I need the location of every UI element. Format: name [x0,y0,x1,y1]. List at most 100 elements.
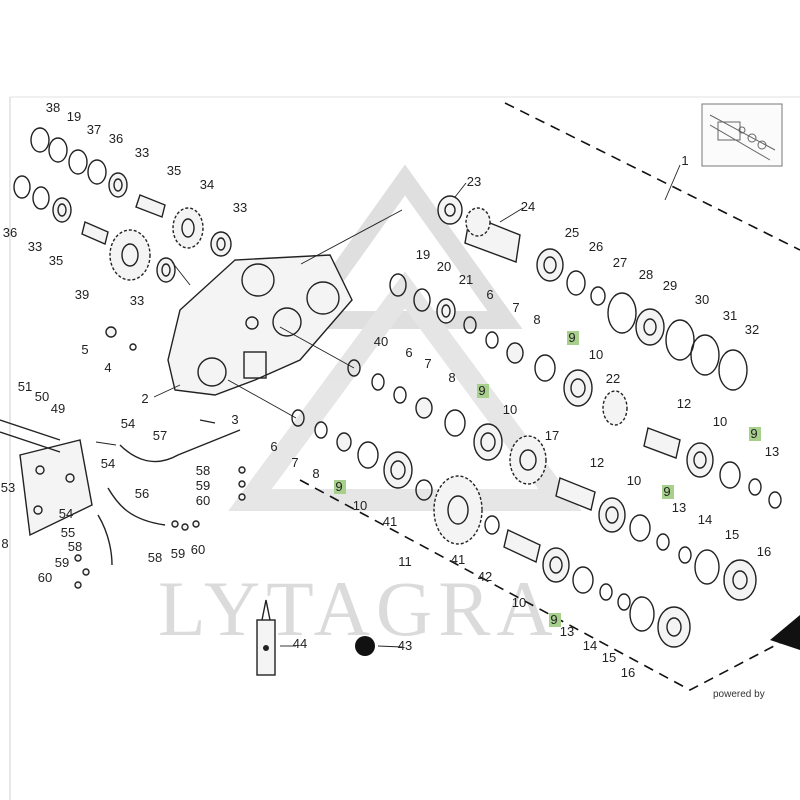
part-callout[interactable]: 8 [533,312,540,327]
part-callout[interactable]: 27 [613,255,627,270]
part-callout[interactable]: 11 [398,554,412,569]
part-callout[interactable]: 6 [270,439,277,454]
callout-number: 36 [109,131,123,146]
highlighted-part-callout[interactable]: 9 [567,330,579,345]
part-callout[interactable]: 10 [512,595,526,610]
part-callout[interactable]: 7 [512,300,519,315]
part-callout[interactable]: 12 [590,455,604,470]
part-callout[interactable]: 33 [135,145,149,160]
part-callout[interactable]: 15 [602,650,616,665]
callout-highlight-box [567,331,579,345]
part-callout[interactable]: 2 [141,391,148,406]
part-callout[interactable]: 10 [627,473,641,488]
part-callout[interactable]: 16 [621,665,635,680]
callout-number: 22 [606,371,620,386]
part-callout[interactable]: 10 [353,498,367,513]
part-callout[interactable]: 19 [416,247,430,262]
part-callout[interactable]: 50 [35,389,49,404]
part-callout[interactable]: 51 [18,379,32,394]
part-callout[interactable]: 60 [38,570,52,585]
part-callout[interactable]: 36 [3,225,17,240]
part-callout[interactable]: 35 [167,163,181,178]
part-callout[interactable]: 58 [68,539,82,554]
part-callout[interactable]: 31 [723,308,737,323]
part-callout[interactable]: 34 [200,177,214,192]
highlighted-part-callout[interactable]: 9 [334,479,346,494]
part-callout[interactable]: 28 [639,267,653,282]
part-callout[interactable]: 23 [467,174,481,189]
part-callout[interactable]: 24 [521,199,535,214]
part-callout[interactable]: 7 [424,356,431,371]
part-callout[interactable]: 54 [101,456,115,471]
highlighted-part-callout[interactable]: 9 [549,612,561,627]
part-callout[interactable]: 5 [81,342,88,357]
part-callout[interactable]: 55 [61,525,75,540]
part-callout[interactable]: 38 [46,100,60,115]
part-callout[interactable]: 58 [148,550,162,565]
part-callout[interactable]: 33 [28,239,42,254]
part-callout[interactable]: 14 [698,512,712,527]
part-callout[interactable]: 10 [503,402,517,417]
part-callout[interactable]: 60 [191,542,205,557]
part-callout[interactable]: 59 [55,555,69,570]
part-callout[interactable]: 17 [545,428,559,443]
part-callout[interactable]: 16 [757,544,771,559]
part-callout[interactable]: 37 [87,122,101,137]
part-callout[interactable]: 12 [677,396,691,411]
callout-number: 9 [550,612,557,627]
part-callout[interactable]: 33 [130,293,144,308]
part-callout[interactable]: 36 [109,131,123,146]
part-callout[interactable]: 59 [171,546,185,561]
highlighted-part-callout[interactable]: 9 [477,383,489,398]
part-callout[interactable]: 25 [565,225,579,240]
part-callout[interactable]: 30 [695,292,709,307]
callout-number: 9 [568,330,575,345]
part-callout[interactable]: 56 [135,486,149,501]
callout-number: 17 [545,428,559,443]
part-callout[interactable]: 49 [51,401,65,416]
part-callout[interactable]: 3 [231,412,238,427]
part-callout[interactable]: 10 [589,347,603,362]
part-callout[interactable]: 22 [606,371,620,386]
part-callout[interactable]: 14 [583,638,597,653]
part-callout[interactable]: 44 [293,636,307,651]
part-callout[interactable]: 41 [383,514,397,529]
part-callout[interactable]: 54 [59,506,73,521]
gear-39 [109,229,151,281]
part-callout[interactable]: 42 [478,569,492,584]
part-callout[interactable]: 40 [374,334,388,349]
part-callout[interactable]: 13 [765,444,779,459]
part-callout[interactable]: 8 [448,370,455,385]
part-callout[interactable]: 10 [713,414,727,429]
highlighted-part-callout[interactable]: 9 [662,484,674,499]
part-callout[interactable]: 41 [451,552,465,567]
overview-thumbnail[interactable] [701,103,783,167]
part-callout[interactable]: 15 [725,527,739,542]
part-callout[interactable]: 35 [49,253,63,268]
part-callout[interactable]: 8 [312,466,319,481]
part-callout[interactable]: 54 [121,416,135,431]
part-callout[interactable]: 59 [196,478,210,493]
part-callout[interactable]: 26 [589,239,603,254]
part-callout[interactable]: 13 [672,500,686,515]
part-callout[interactable]: 32 [745,322,759,337]
part-callout[interactable]: 21 [459,272,473,287]
part-callout[interactable]: 6 [486,287,493,302]
part-callout[interactable]: 60 [196,493,210,508]
part-callout[interactable]: 43 [398,638,412,653]
part-callout[interactable]: 58 [196,463,210,478]
part-callout[interactable]: 1 [681,153,688,168]
part-callout[interactable]: 8 [1,536,8,551]
part-callout[interactable]: 20 [437,259,451,274]
part-callout[interactable]: 7 [291,455,298,470]
part-callout[interactable]: 13 [560,624,574,639]
part-callout[interactable]: 19 [67,109,81,124]
part-callout[interactable]: 29 [663,278,677,293]
part-callout[interactable]: 4 [104,360,111,375]
part-callout[interactable]: 57 [153,428,167,443]
part-callout[interactable]: 6 [405,345,412,360]
part-callout[interactable]: 39 [75,287,89,302]
part-callout[interactable]: 53 [1,480,15,495]
part-callout[interactable]: 33 [233,200,247,215]
highlighted-part-callout[interactable]: 9 [749,426,761,441]
